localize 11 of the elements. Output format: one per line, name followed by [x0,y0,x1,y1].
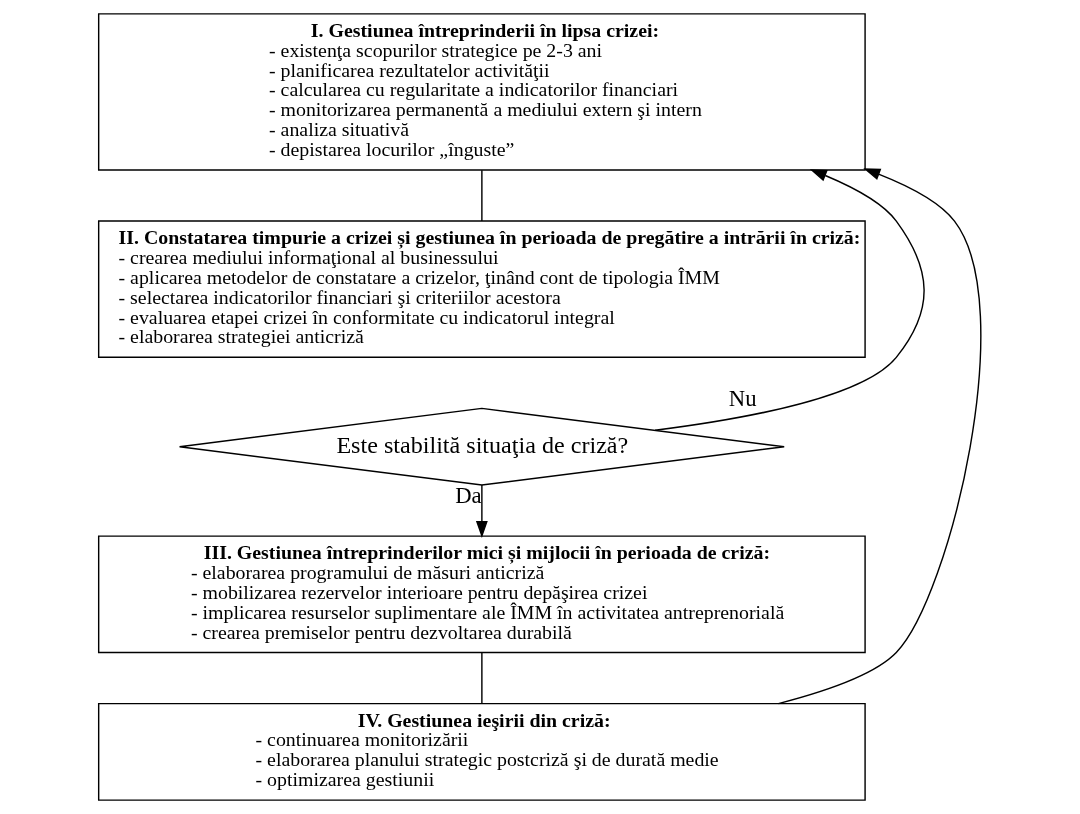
node-box: III. Gestiunea întreprinderilor mici și mijlocii în perioada de criză: - elaborarea programului de măsuri anticriză - mobilizarea rezervelor interioare pentru depăşirea crizei - implicarea resurselor suplimentare ale ÎMM în activitatea antreprenorială - crearea premiselor pentru dezvoltarea durabilă [97,535,866,654]
edge-label: Da [455,483,482,509]
connector [481,169,483,222]
node-box: II. Constatarea timpurie a crizei și gestiunea în perioada de pregătire a intrării în criză: - crearea mediului informaţional al businessului - aplicarea metodelor de constatare a crizelor, ţinând cont de tipologia ÎMM - selectarea indicatorilor financiari şi criteriilor acestora - evaluarea etapei crizei în conformitate cu indicatorul integral - elaborarea strategiei anticriză [97,220,866,359]
node-box: I. Gestiunea întreprinderii în lipsa crizei: - existenţa scopurilor strategice pe 2-3 ani - planificarea rezultatelor activităţii - calcularea cu regularitate a indicatorilor financiari - monitorizarea permanentă a mediului extern şi intern - analiza situativă - depistarea locurilor „înguste” [97,13,866,171]
node-box: IV. Gestiunea ieşirii din criză: - continuarea monitorizării - elaborarea planului strategic postcriză şi de durată medie - optimizarea gestiunii [97,702,866,801]
connector [481,652,483,704]
arrow [777,168,982,705]
arrow [475,484,488,538]
node-diamond: Este stabilită situaţia de criză? [178,407,785,486]
arrow [654,169,925,431]
